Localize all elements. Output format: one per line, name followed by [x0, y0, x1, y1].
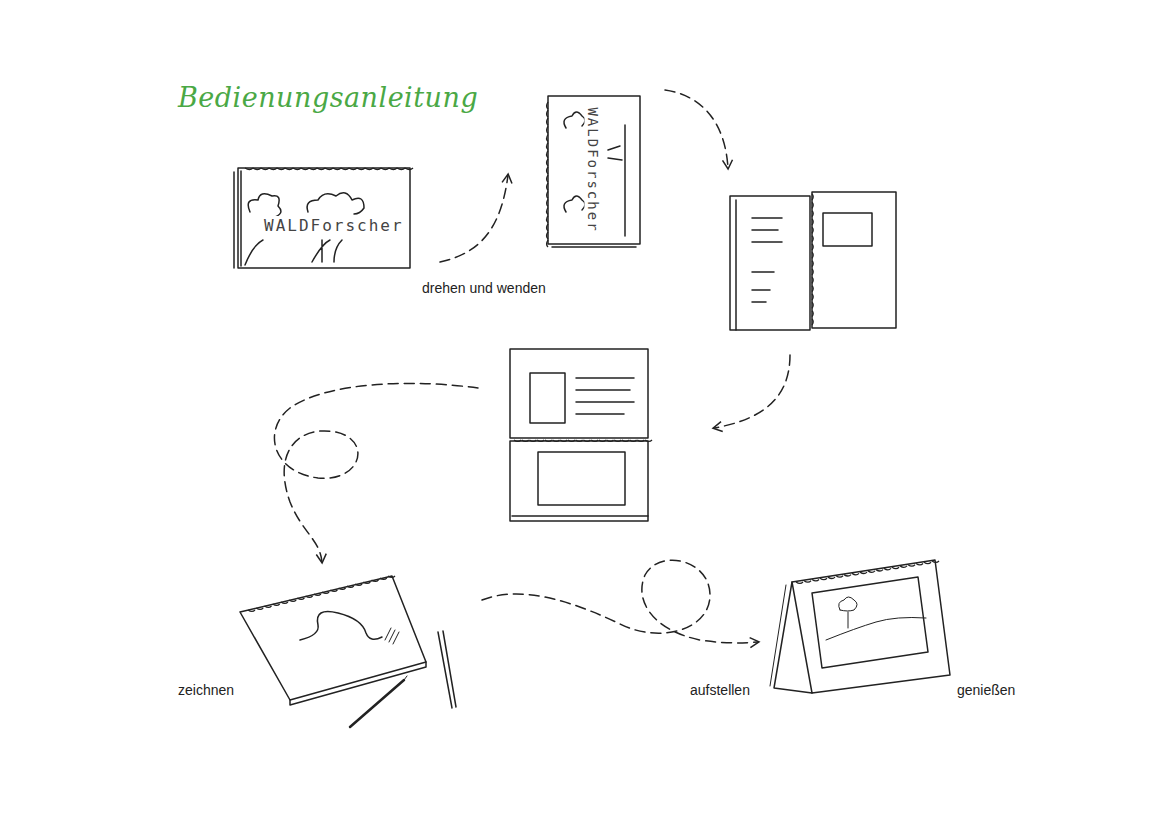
- step-label: zeichnen: [178, 682, 234, 699]
- book-page: [812, 192, 896, 328]
- tree-trunk: [608, 146, 622, 160]
- calendar-edge: [770, 585, 786, 686]
- step-label: drehen und wenden: [422, 280, 546, 297]
- spiral-binding: [245, 168, 413, 170]
- step-label: genießen: [957, 682, 1015, 699]
- sketchbook-edge: [290, 662, 426, 705]
- pencil-tip: [404, 676, 407, 680]
- notebook-edge: [233, 172, 235, 268]
- notebook-cover: [548, 96, 640, 244]
- step-label: aufstellen: [690, 682, 750, 699]
- pencil: [438, 631, 456, 708]
- picture-frame: [530, 373, 565, 423]
- dashed-arrow: [274, 383, 478, 562]
- logo-text: WALDForscher: [262, 216, 406, 235]
- logo-text: WALDForscher: [585, 105, 602, 234]
- book-page: [510, 441, 648, 521]
- tree-crown: [564, 112, 585, 128]
- calendar-front: [792, 560, 950, 693]
- hatching: [385, 628, 399, 644]
- notebook-cover: [238, 168, 410, 268]
- notebook-edge: [552, 246, 636, 248]
- dashed-arrow: [482, 560, 758, 643]
- title: Bedienungsanleitung: [178, 82, 478, 114]
- book-page: [730, 196, 810, 330]
- picture-frame: [823, 213, 872, 246]
- spiral-binding: [796, 561, 939, 583]
- notebook-line: [624, 125, 626, 236]
- tree-crown: [248, 194, 281, 218]
- dashed-arrow: [440, 175, 508, 262]
- spiral-binding: [547, 102, 548, 247]
- picture-frame: [538, 452, 625, 505]
- book-edge: [512, 515, 648, 517]
- picture-frame: [812, 577, 928, 668]
- tree-trunk: [245, 240, 263, 265]
- spiral-binding: [812, 194, 813, 325]
- tree-trunk: [312, 240, 342, 262]
- book-page: [510, 349, 648, 438]
- sketchbook: [240, 576, 426, 700]
- pencil: [350, 680, 404, 727]
- calendar-back: [774, 582, 812, 693]
- sketch-line: [300, 612, 382, 641]
- book-edge: [735, 200, 737, 330]
- tree-crown: [307, 193, 364, 214]
- spiral-binding: [248, 576, 395, 611]
- text-lines: [576, 378, 634, 414]
- dashed-arrow: [665, 90, 728, 168]
- landscape-line: [826, 618, 926, 641]
- dashed-arrow: [714, 355, 790, 428]
- tree-crown: [564, 196, 585, 212]
- text-lines: [752, 218, 782, 302]
- notebook-edge: [240, 171, 242, 266]
- spiral-binding: [514, 440, 652, 441]
- tree-sketch: [839, 597, 857, 628]
